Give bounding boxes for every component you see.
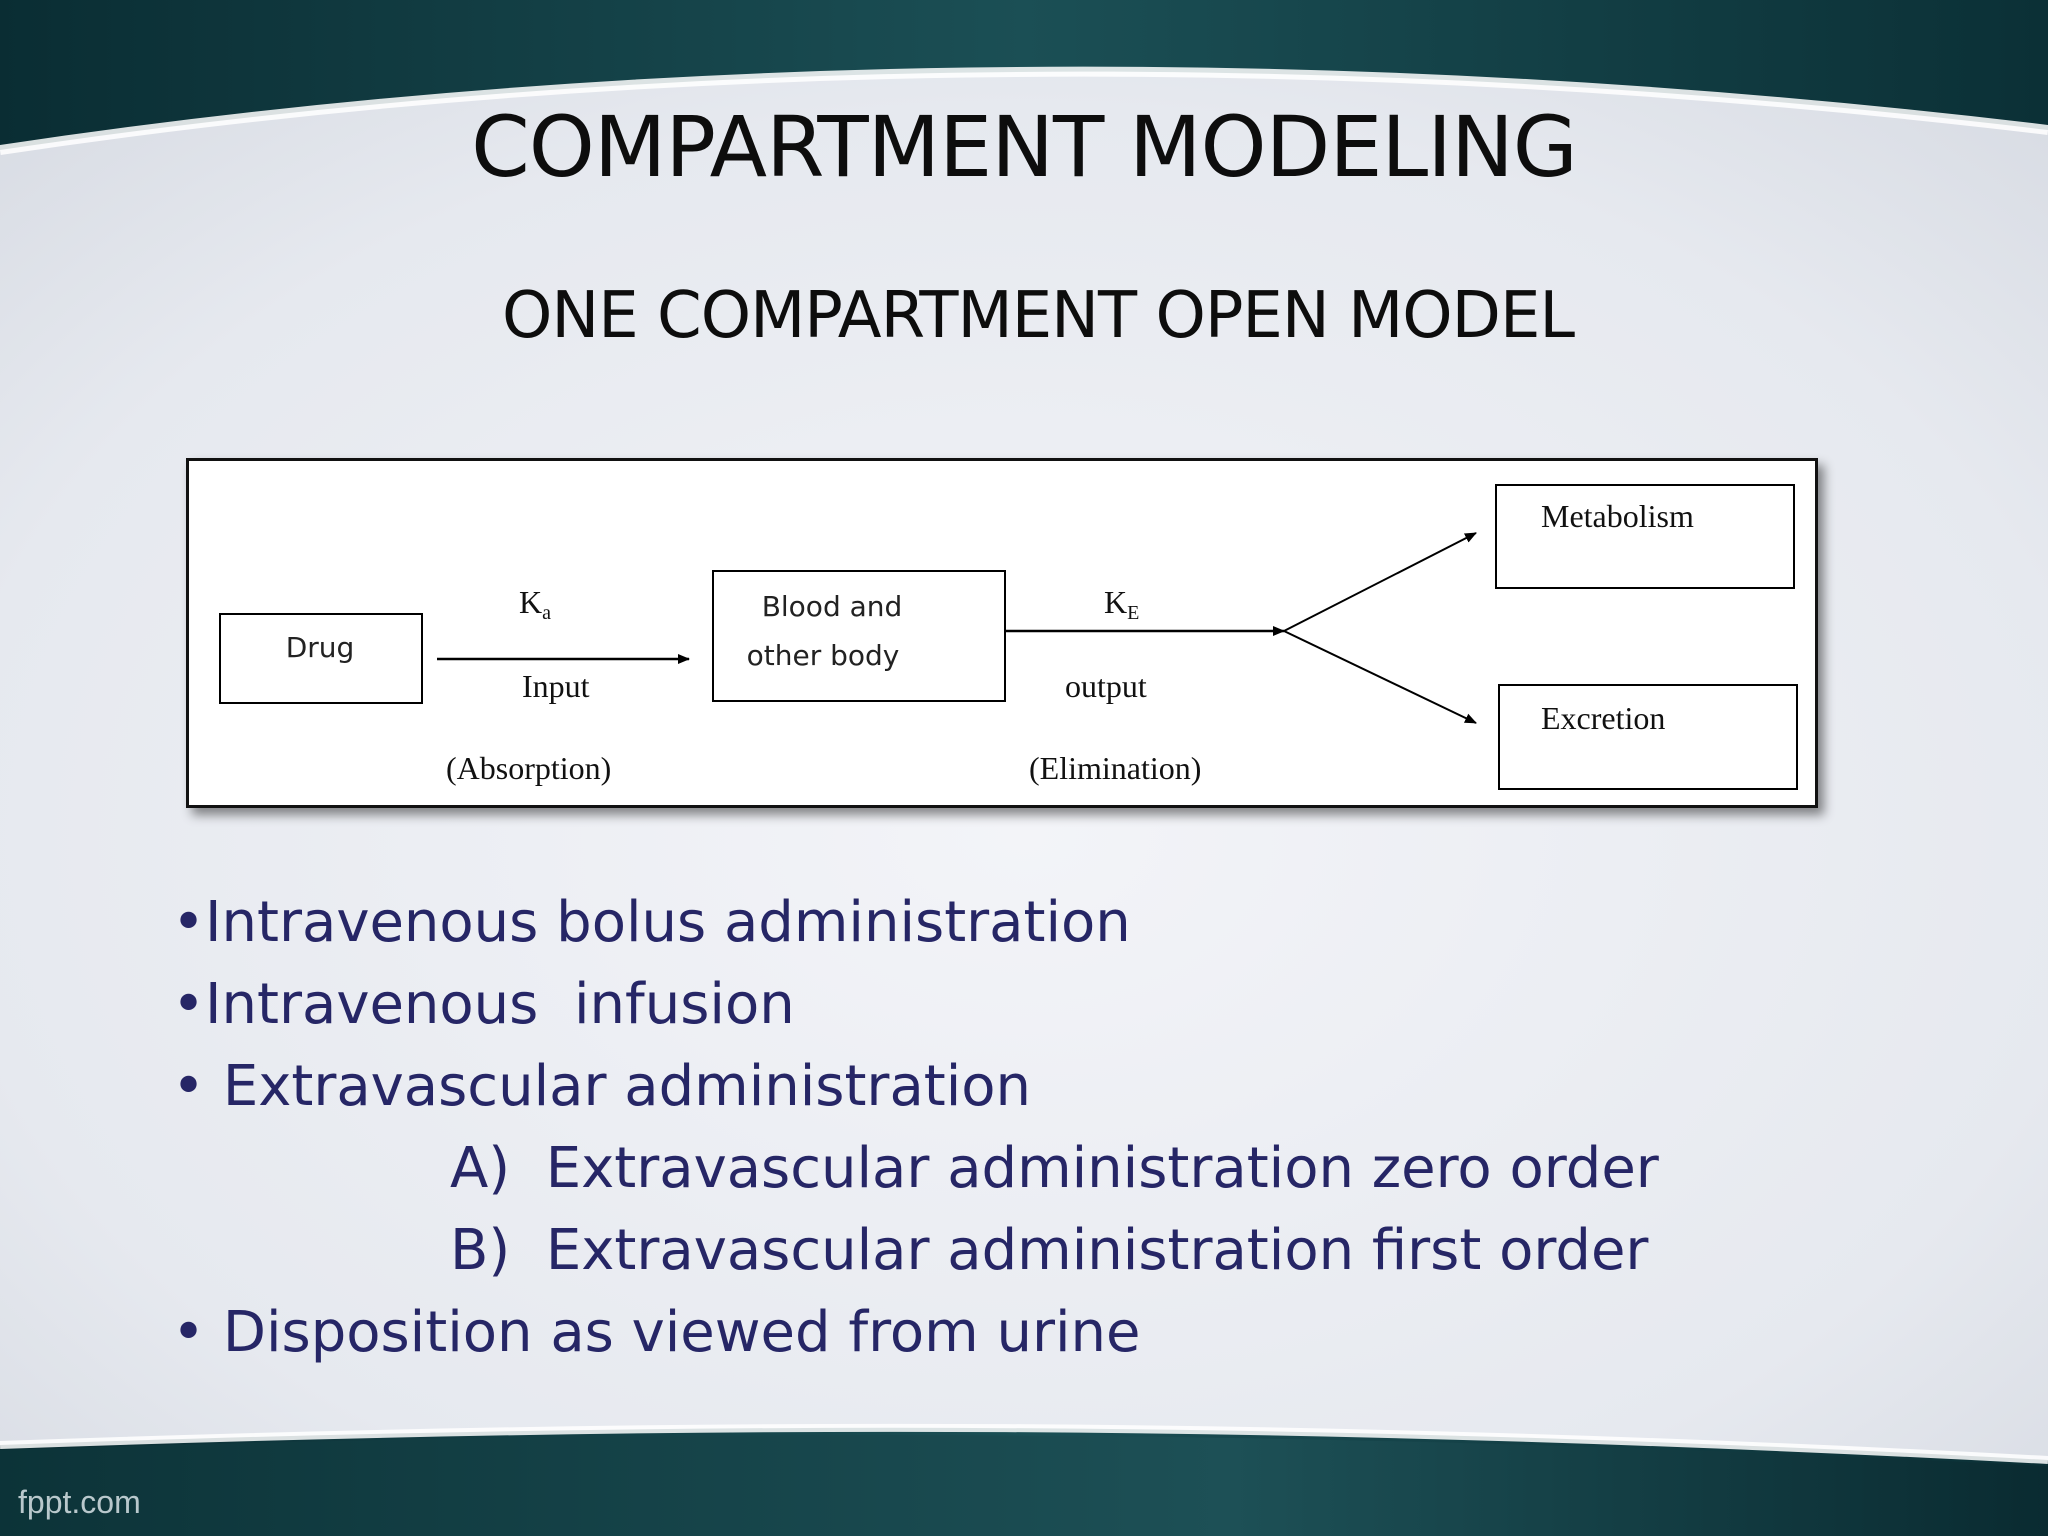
sub-bullet-item: A) Extravascular administration zero ord… (172, 1128, 1659, 1210)
input-label: Input (522, 668, 590, 704)
metabolism-label: Metabolism (1541, 498, 1694, 534)
ke-label: KE (1104, 584, 1139, 624)
footer-brand: fppt.com (18, 1484, 141, 1520)
sub-bullet-marker: A) (450, 1136, 546, 1201)
slide-subtitle: ONE COMPARTMENT OPEN MODEL (501, 279, 1575, 353)
metabolism-arrow (1283, 532, 1477, 632)
ka-label: Ka (519, 584, 551, 624)
sub-bullet-item: B) Extravascular administration first or… (172, 1210, 1659, 1292)
blood-label-line2: other body (747, 639, 900, 672)
bullet-marker: • (172, 972, 206, 1037)
drug-label: Drug (286, 631, 355, 664)
output-label: output (1065, 668, 1147, 704)
bullet-item: •Intravenous bolus administration (172, 882, 1659, 964)
excretion-arrow (1283, 630, 1477, 724)
sub-bullet-marker: B) (450, 1218, 546, 1283)
bullet-item: • Disposition as viewed from urine (172, 1292, 1659, 1374)
bullet-marker: • (172, 1054, 223, 1119)
bullet-marker: • (172, 890, 206, 955)
bullet-text: Intravenous bolus administration (205, 890, 1131, 955)
drug-box (219, 613, 423, 704)
bullet-item: •Intravenous infusion (172, 964, 1659, 1046)
ke-subscript: E (1127, 602, 1139, 624)
bullet-text: Extravascular administration (222, 1054, 1032, 1119)
sub-bullet-text: Extravascular administration zero order (545, 1136, 1659, 1201)
compartment-diagram: Drug Ka Input (Absorption) Blood and oth… (186, 458, 1818, 808)
metabolism-box (1495, 484, 1795, 589)
excretion-box (1498, 684, 1798, 790)
sub-bullet-text: Extravascular administration first order (545, 1218, 1649, 1283)
bullet-item: • Extravascular administration (172, 1046, 1659, 1128)
bullet-marker: • (172, 1300, 223, 1365)
bullet-text: Disposition as viewed from urine (222, 1300, 1141, 1365)
ke-symbol: K (1104, 584, 1127, 620)
diagram-canvas: Drug Ka Input (Absorption) Blood and oth… (219, 484, 1798, 790)
blood-compartment-box (712, 570, 1006, 702)
bullet-text: Intravenous infusion (205, 972, 795, 1037)
absorption-label: (Absorption) (446, 750, 611, 786)
excretion-label: Excretion (1541, 700, 1665, 736)
bullet-list: •Intravenous bolus administration •Intra… (172, 882, 1659, 1374)
ka-subscript: a (542, 602, 551, 624)
blood-label-line1: Blood and (762, 590, 903, 623)
ka-symbol: K (519, 584, 542, 620)
elimination-label: (Elimination) (1029, 750, 1201, 786)
slide-title: COMPARTMENT MODELING (471, 98, 1578, 196)
